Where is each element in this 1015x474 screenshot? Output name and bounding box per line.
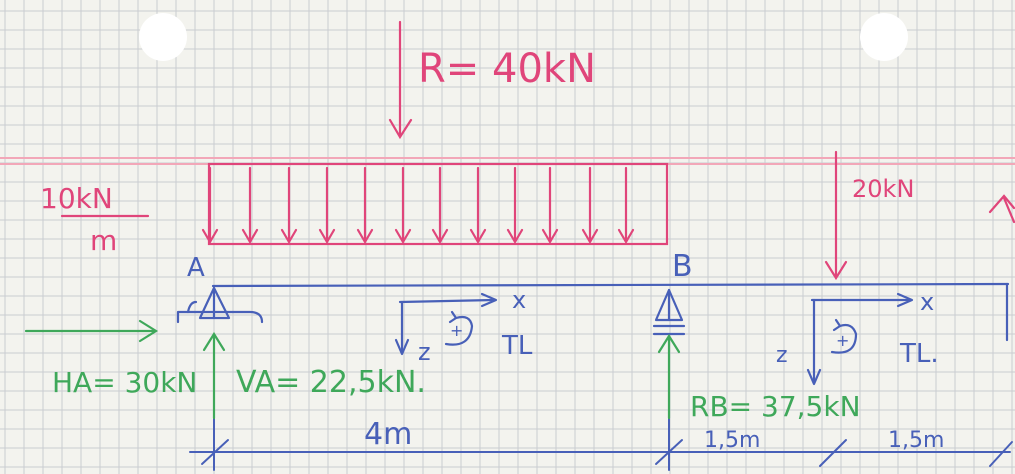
reaction-va-label: VA= 22,5kN. — [236, 365, 426, 400]
reactions-group — [24, 319, 681, 420]
point-load-arrow — [824, 150, 848, 281]
support-b-label: B — [672, 249, 693, 284]
edge-arrow-fragment — [988, 194, 1015, 214]
distributed-load-arrow — [506, 166, 524, 245]
right-axis-x-label: x — [920, 288, 934, 316]
distributed-load-arrow — [541, 166, 559, 245]
support-a-symbol — [176, 286, 264, 324]
reaction-ha-label: HA= 30kN — [52, 366, 197, 399]
distributed-load-arrow — [201, 166, 219, 245]
distributed-load-arrow — [280, 166, 298, 245]
dimension-tick-load — [819, 439, 847, 467]
left-axis-z-label: z — [418, 338, 431, 366]
distributed-load-unit: m — [90, 224, 117, 257]
distributed-load-arrow — [581, 166, 599, 245]
right-segment-label: TL. — [899, 339, 939, 369]
distributed-load-arrow — [431, 166, 449, 245]
length-ab-label: 4m — [364, 417, 412, 452]
reaction-va-arrow — [202, 331, 226, 420]
length-b-load-label: 1,5m — [704, 428, 760, 453]
distributed-load-arrow — [394, 166, 412, 245]
edge-arrow-fragment-2 — [1002, 196, 1015, 224]
distributed-load-label: 10kN — [40, 182, 113, 215]
punch-hole-right — [860, 13, 908, 61]
reaction-rb-label: RB= 37,5kN — [690, 390, 861, 423]
resultant-arrow — [388, 20, 413, 140]
reaction-rb-arrow — [657, 333, 681, 420]
support-b-symbol — [652, 288, 686, 336]
distributed-load-arrow — [469, 166, 487, 245]
right-axis-z-label: z — [776, 343, 788, 368]
left-axis-system — [394, 292, 498, 356]
left-segment-label: TL — [501, 331, 533, 361]
punch-hole-left — [139, 13, 187, 61]
reaction-ha-arrow — [24, 319, 159, 343]
structure-group — [176, 282, 1010, 386]
distributed-load-arrow — [241, 166, 259, 245]
distributed-load-arrow — [318, 166, 336, 245]
right-axis-system — [806, 292, 914, 386]
left-axis-x-label: x — [512, 286, 526, 314]
support-a-label: A — [187, 253, 205, 283]
point-load-label: 20kN — [852, 175, 914, 203]
right-moment-sign: + — [836, 331, 849, 350]
resultant-label: R= 40kN — [418, 46, 596, 92]
loads-group — [60, 20, 1015, 281]
dimension-tick-end — [989, 441, 1013, 467]
left-moment-sign: + — [450, 321, 463, 340]
distributed-load-arrow — [617, 166, 635, 245]
distributed-load-arrow — [356, 166, 374, 245]
beam — [211, 282, 1010, 288]
distributed-load-arrows — [201, 166, 635, 245]
distributed-load-block — [207, 162, 669, 246]
length-load-end-label: 1,5m — [888, 428, 944, 453]
